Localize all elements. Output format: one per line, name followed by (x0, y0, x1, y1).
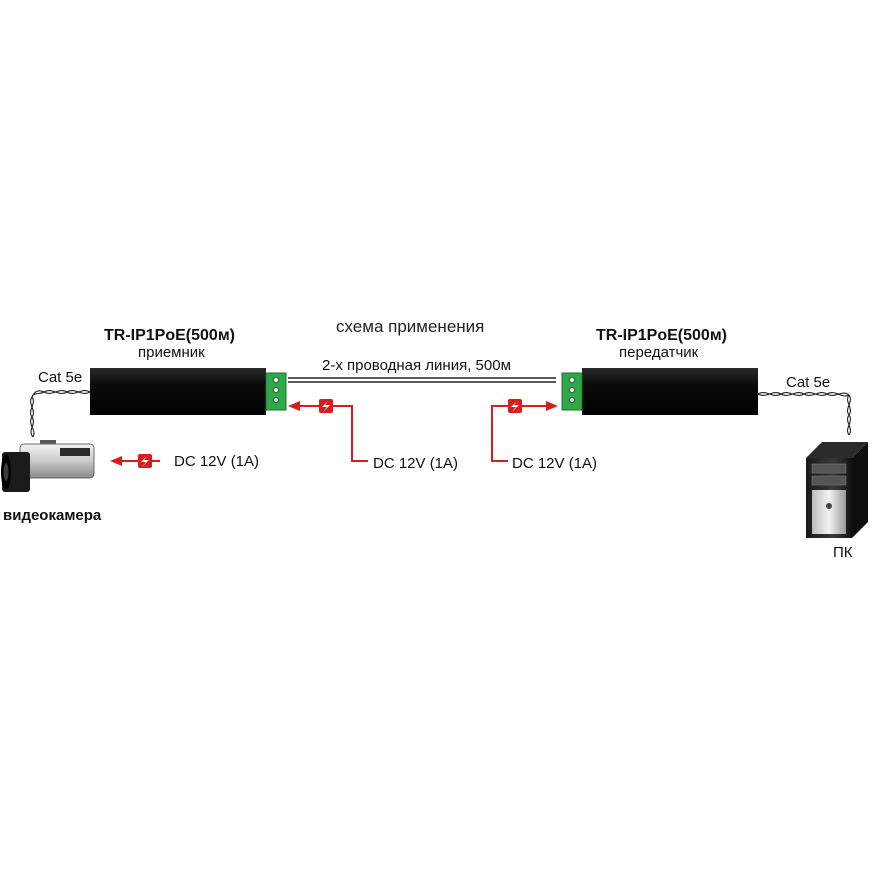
camera-label: видеокамера (3, 507, 102, 524)
receiver-device (90, 368, 287, 415)
transmitter-role-label: передатчик (619, 344, 699, 361)
pc-tower-icon (806, 442, 868, 538)
power-line-transmitter (491, 399, 558, 462)
power-transmitter-label: DC 12V (1A) (512, 455, 598, 472)
lightning-icon (138, 454, 152, 468)
power-receiver-label: DC 12V (1A) (373, 455, 459, 472)
twisted-pair-icon (30, 390, 91, 438)
two-wire-line-label: 2-х проводная линия, 500м (322, 357, 511, 374)
cable-right-label: Cat 5e (786, 374, 831, 391)
twisted-pair-icon (757, 392, 851, 436)
power-line-camera (110, 454, 160, 468)
pc-label: ПК (833, 544, 853, 561)
receiver-model-label: TR-IP1PoE(500м) (104, 327, 235, 344)
transmitter-device (561, 368, 758, 415)
power-line-receiver (288, 399, 368, 462)
lightning-icon (319, 399, 333, 413)
camera-icon (1, 440, 95, 492)
transmitter-terminal-block (561, 372, 583, 411)
diagram-title: схема применения (336, 317, 485, 336)
transmitter-model-label: TR-IP1PoE(500м) (596, 327, 727, 344)
receiver-terminal-block (265, 372, 287, 411)
power-camera-label: DC 12V (1A) (174, 453, 260, 470)
cable-left-label: Cat 5e (38, 369, 83, 386)
two-wire-line (288, 377, 556, 383)
lightning-icon (508, 399, 522, 413)
receiver-role-label: приемник (138, 344, 205, 361)
